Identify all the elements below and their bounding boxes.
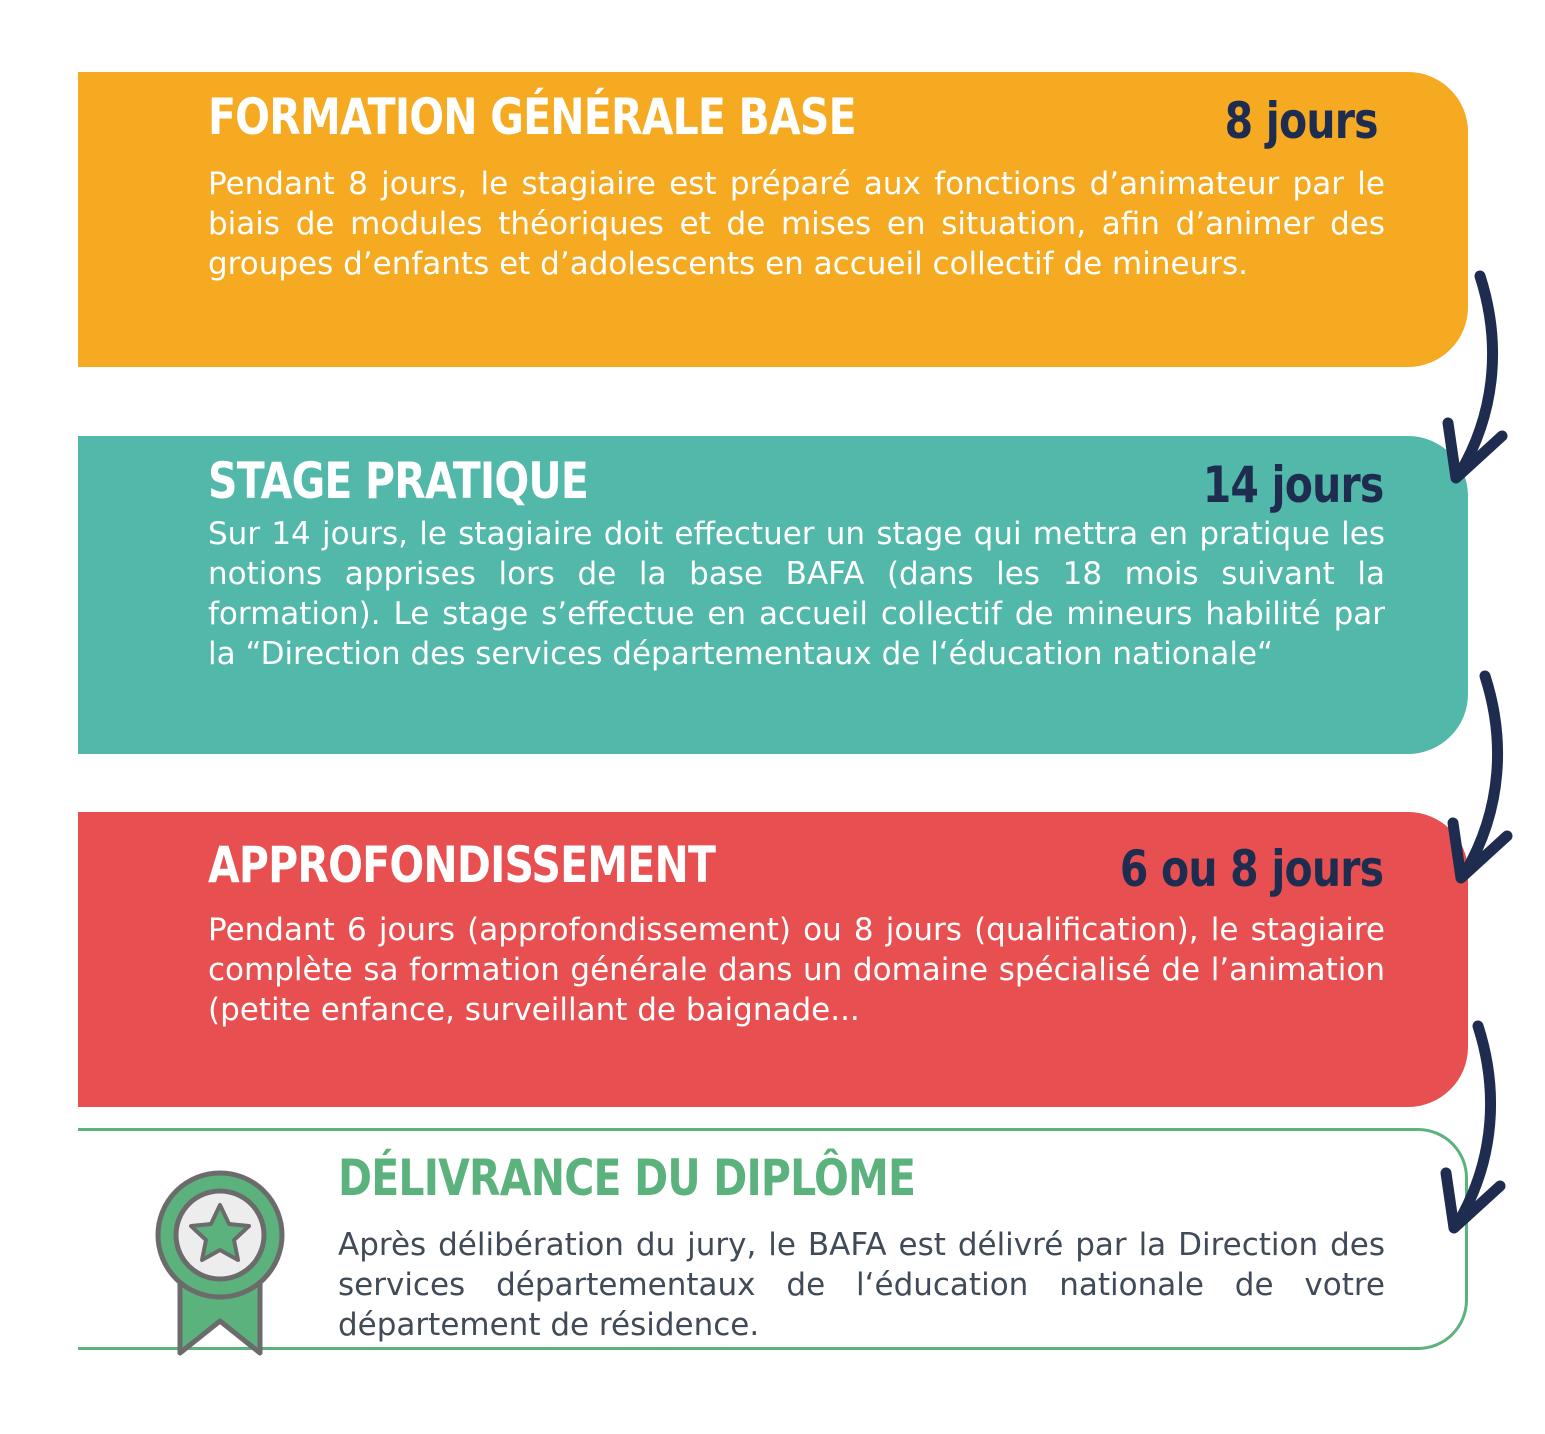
step-stage-pratique: STAGE PRATIQUE 14 jours Sur 14 jours, le… xyxy=(78,436,1468,754)
step-description: Sur 14 jours, le stagiaire doit effectue… xyxy=(208,516,1385,672)
curved-down-arrow-icon xyxy=(1447,670,1513,884)
step-title: STAGE PRATIQUE xyxy=(208,452,589,510)
step-description: Pendant 8 jours, le stagiaire est prépar… xyxy=(208,166,1385,282)
step-delivrance-diplome: DÉLIVRANCE DU DIPLÔME Après délibération… xyxy=(78,1128,1468,1356)
step-formation-generale: FORMATION GÉNÉRALE BASE 8 jours Pendant … xyxy=(78,72,1468,367)
step-approfondissement: APPROFONDISSEMENT 6 ou 8 jours Pendant 6… xyxy=(78,812,1468,1107)
step-description: Pendant 6 jours (approfondissement) ou 8… xyxy=(208,912,1385,1028)
step-duration: 8 jours xyxy=(1224,92,1379,150)
step-description: Après délibération du jury, le BAFA est … xyxy=(338,1227,1385,1343)
step-title: APPROFONDISSEMENT xyxy=(208,836,716,894)
step-title: DÉLIVRANCE DU DIPLÔME xyxy=(338,1149,916,1207)
step-duration: 6 ou 8 jours xyxy=(1119,840,1384,898)
step-duration: 14 jours xyxy=(1202,456,1384,514)
award-ribbon-star-icon xyxy=(155,1170,285,1356)
step-title: FORMATION GÉNÉRALE BASE xyxy=(208,88,857,146)
curved-down-arrow-icon xyxy=(1440,1020,1506,1234)
curved-down-arrow-icon xyxy=(1442,270,1508,484)
